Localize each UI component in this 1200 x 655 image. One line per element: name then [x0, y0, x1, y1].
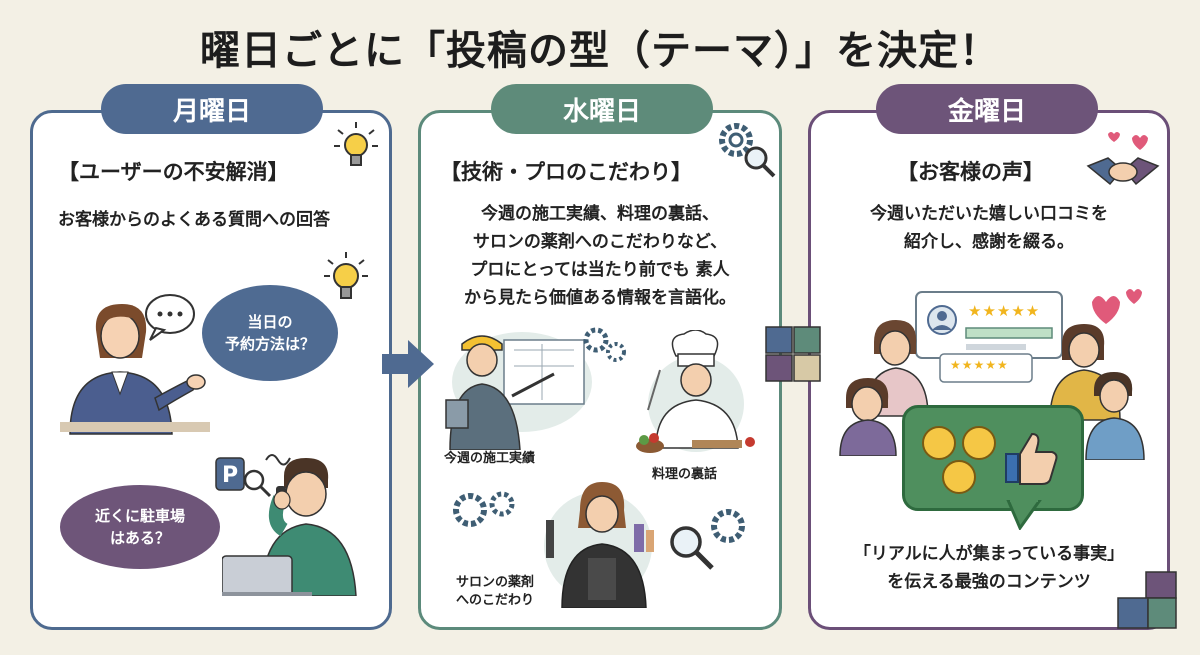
wednesday-tab: 水曜日: [491, 84, 713, 134]
lightbulb-icon: [334, 122, 378, 166]
label-salon: サロンの薬剤 へのこだわり: [456, 574, 534, 610]
label-line: サロンの薬剤: [456, 575, 535, 590]
monday-tab: 月曜日: [101, 84, 323, 134]
handshake-hearts-icon: [1086, 132, 1160, 186]
gear-search-icon: [719, 123, 776, 178]
arrow-right-icon: [382, 340, 434, 388]
gears-icon: [453, 491, 515, 527]
hairdresser-illustration: [544, 482, 654, 608]
label-cooking: 料理の裏話: [652, 467, 718, 482]
description-line: サロンの薬剤へのこだわりなど、: [472, 232, 728, 252]
smiley-icon: [942, 460, 976, 494]
smiley-icon: [962, 426, 996, 460]
page-title: 曜日ごとに「投稿の型（テーマ）」を決定！: [200, 28, 1000, 74]
review-stars-small: ★★★★★: [950, 358, 1009, 372]
monday-subtitle: お客様からのよくある質問への回答: [58, 210, 330, 230]
friday-theme: 【お客様の声】: [897, 160, 1044, 184]
description-line: から見たら価値ある情報を言語化。: [464, 288, 736, 308]
description-line: 今週の施工実績、料理の裏話、: [481, 204, 719, 224]
description-line: 今週いただいた嬉しい口コミを: [870, 204, 1108, 224]
lightbulb-icon: [324, 252, 368, 299]
question-bubble-parking: 近くに駐車場 はある？: [60, 485, 220, 569]
wednesday-theme: 【技術・プロのこだわり】: [440, 160, 692, 184]
conclusion-line: 「リアルに人が集まっている事実」: [853, 544, 1125, 564]
smiley-icon: [922, 426, 956, 460]
customers-left-illustration: [839, 320, 929, 456]
review-stars: ★★★★★: [968, 302, 1041, 320]
wednesday-description: 今週の施工実績、料理の裏話、 サロンの薬剤へのこだわりなど、 プロにとっては当た…: [420, 200, 780, 312]
thumbs-up-icon: [1005, 432, 1058, 485]
chef-illustration: [636, 330, 755, 453]
conclusion-line: を伝える最強のコンテンツ: [887, 572, 1091, 592]
label-construction: 今週の施工実績: [444, 451, 536, 466]
hearts-icon: [1092, 289, 1142, 324]
puzzle-corner-icon: [1117, 571, 1177, 629]
man-on-phone-illustration: [222, 458, 357, 596]
monday-theme: 【ユーザーの不安解消】: [58, 160, 289, 184]
parking-letter: P: [222, 463, 238, 488]
bubble-line: はある？: [109, 529, 170, 547]
label-line: へのこだわり: [456, 593, 535, 608]
friday-conclusion: 「リアルに人が集まっている事実」 を伝える最強のコンテンツ: [808, 540, 1170, 596]
question-bubble-reservation: 当日の 予約方法は？: [202, 285, 338, 381]
puzzle-icon: [765, 326, 821, 382]
friday-tab: 金曜日: [876, 84, 1098, 134]
description-line: 紹介し、感謝を綴る。: [904, 232, 1074, 252]
speech-tail-icon: [1006, 500, 1042, 530]
review-small-card-icon: [939, 353, 1033, 383]
bubble-line: 当日の: [247, 313, 293, 331]
bubble-line: 予約方法は？: [224, 335, 315, 353]
squiggle-icon: [265, 454, 291, 466]
friday-description: 今週いただいた嬉しい口コミを 紹介し、感謝を綴る。: [808, 200, 1170, 256]
parking-sign-icon: P: [215, 457, 272, 498]
gears-icon: [583, 327, 626, 362]
gear-search-icon: [670, 509, 745, 570]
thought-bubble-icon: [145, 294, 195, 341]
receptionist-illustration: [60, 304, 210, 435]
review-card-icon: [915, 291, 1063, 359]
construction-worker-illustration: [445, 332, 592, 450]
description-line: プロにとっては当たり前でも 素人: [470, 260, 730, 280]
bubble-line: 近くに駐車場: [94, 507, 185, 525]
